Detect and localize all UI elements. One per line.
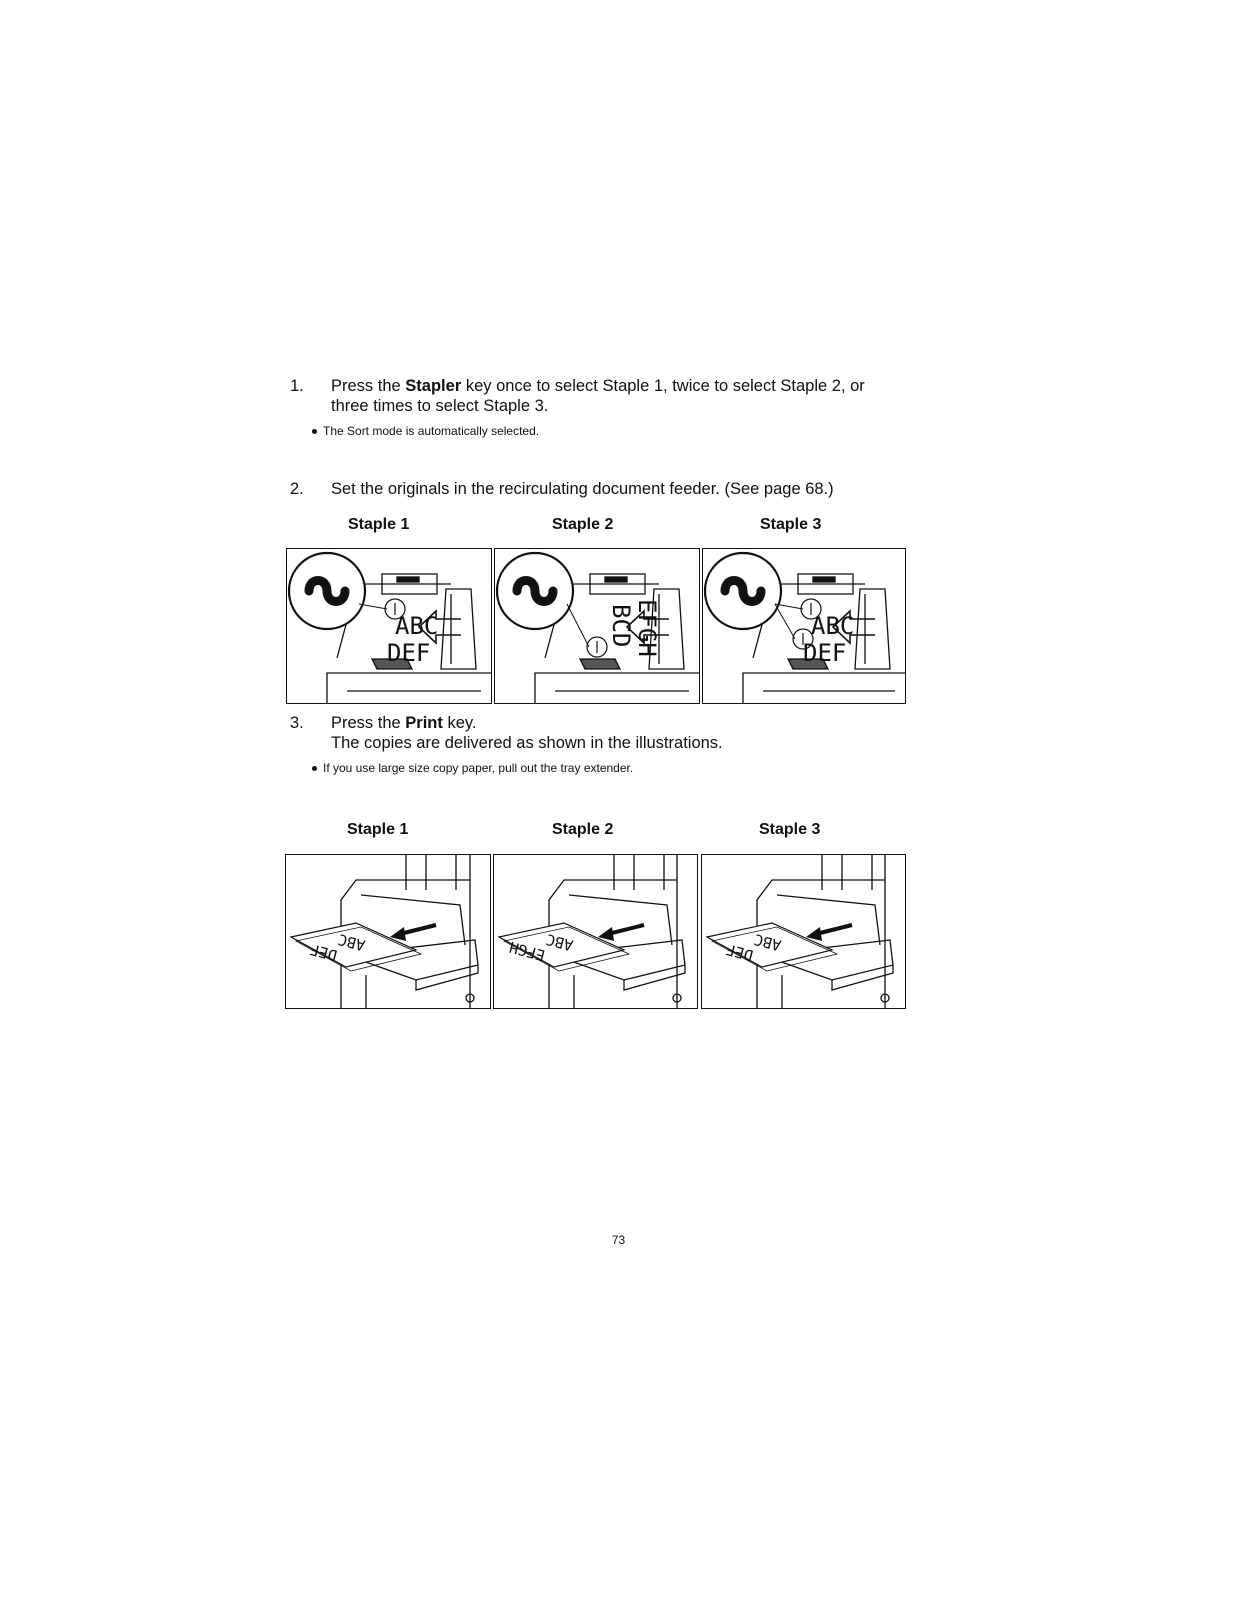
step-1-number: 1. [290,377,304,395]
staple-position-marker [384,598,406,620]
staple-icon [512,576,558,606]
original-letters-row2: DEF [803,639,846,667]
feeder-base-outline [742,672,905,703]
step-3-text: Press the Print key. The copies are deli… [331,713,920,753]
page-number: 73 [611,1233,626,1247]
feeder-guide [648,588,685,670]
step-2-number: 2. [290,480,304,498]
arrow-left-icon [831,609,875,645]
original-letters-row1: BCD [607,604,635,647]
screw-icon [465,993,475,1003]
feeder-label-staple-2: Staple 2 [552,516,614,533]
step-3-number: 3. [290,714,304,732]
screw-icon [880,993,890,1003]
tray-label-staple-3: Staple 3 [759,821,821,838]
feeder-label-staple-3: Staple 3 [760,516,822,533]
staple-icon [304,576,350,606]
document-stack [786,658,830,670]
step-1-prefix: Press the [331,377,406,395]
staple-position-marker [800,598,822,620]
step-1-line2: three times to select Staple 3. [331,397,549,415]
step-3-prefix: Press the [331,714,406,732]
print-key-name: Print [405,714,443,732]
feeder-base-outline [534,672,699,703]
arrow-left-icon [625,609,669,645]
step-1-text: Press the Stapler key once to select Sta… [331,376,920,416]
original-letters-row2: EFGH [633,599,661,657]
step-3-line2: The copies are delivered as shown in the… [331,734,723,752]
document-stack [578,658,622,670]
feeder-base-outline [326,672,491,703]
step-3-note: If you use large size copy paper, pull o… [312,761,633,775]
feeder-cover [381,573,438,595]
step-1-note: The Sort mode is automatically selected. [312,424,539,438]
feeder-guide [854,588,891,670]
staple-position-marker [792,628,814,650]
copy-sets [497,922,631,972]
copy-sets [289,922,423,972]
step-2-text: Set the originals in the recirculating d… [331,480,834,498]
step-1-line1-rest: key once to select Staple 1, twice to se… [461,377,865,395]
feeder-guide [440,588,477,670]
original-letters-row2: DEF [387,639,430,667]
tray-label-staple-1: Staple 1 [347,821,409,838]
step-1-note-text: The Sort mode is automatically selected. [323,424,540,438]
staple-position-marker [586,636,608,658]
staple-icon [720,576,766,606]
document-stack [370,658,414,670]
screw-icon [672,993,682,1003]
step-3-suffix: key. [442,714,477,732]
bullet-icon [312,429,317,435]
feeder-label-staple-1: Staple 1 [348,516,410,533]
copy-sets [705,922,839,972]
step-3-note-text: If you use large size copy paper, pull o… [323,761,634,775]
stapler-key-name: Stapler [405,377,462,395]
bullet-icon [312,766,317,772]
feeder-cover [797,573,854,595]
tray-label-staple-2: Staple 2 [552,821,614,838]
arrow-left-icon [417,609,461,645]
feeder-cover [589,573,646,595]
